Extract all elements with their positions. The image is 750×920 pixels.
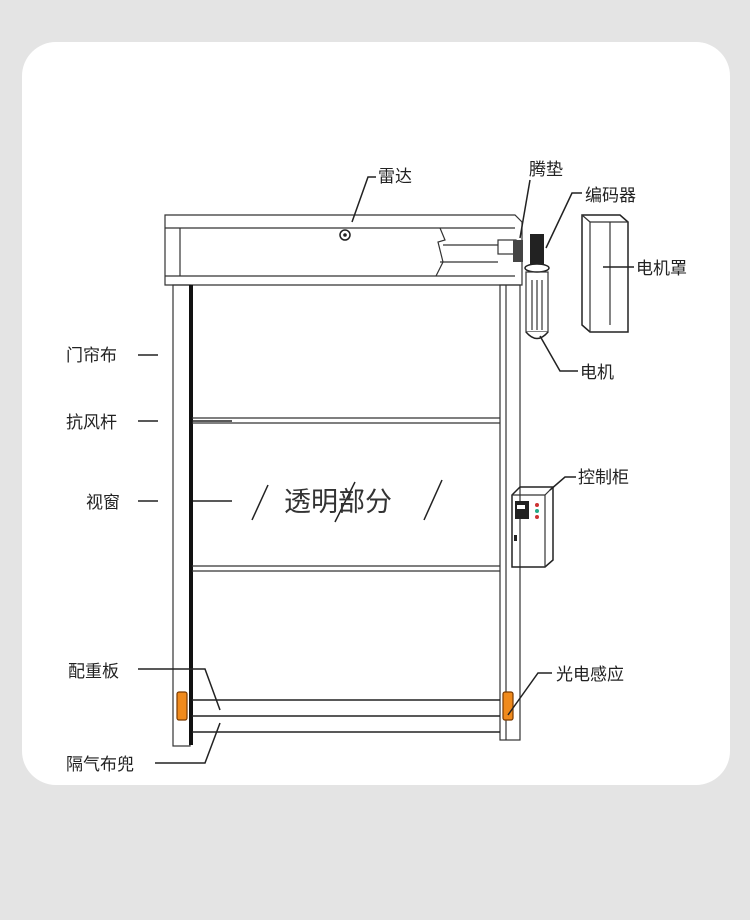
photo-sensor-right: [502, 691, 514, 721]
label-air-pocket: 隔气布兜: [66, 755, 134, 775]
motor-leader: [539, 335, 578, 372]
photo-sensor-left: [176, 691, 188, 721]
motor-cover: [581, 214, 629, 333]
label-control-box: 控制柜: [578, 468, 629, 488]
transparent-label: 透明部分: [284, 487, 392, 518]
air-pocket-leader: [155, 722, 221, 764]
label-encoder: 编码器: [585, 186, 636, 206]
left-post: [172, 284, 193, 747]
encoder-leader: [545, 192, 582, 249]
pad-leader: [519, 179, 531, 239]
control-box-leader: [549, 476, 576, 491]
label-motor-cover: 电机罩: [636, 259, 687, 279]
door-header-box: [164, 214, 523, 286]
counterweight-leader: [138, 668, 221, 711]
label-curtain: 门帘布: [66, 346, 117, 366]
wind-bars: [192, 417, 500, 572]
photo-sensor-leader: [507, 672, 552, 716]
diagram-card: [22, 42, 730, 785]
radar-leader: [351, 176, 376, 223]
radar-icon: [339, 229, 351, 241]
transparent-section: 透明部分: [251, 479, 443, 523]
label-wind-bar: 抗风杆: [66, 413, 117, 433]
label-radar: 雷达: [378, 167, 412, 187]
label-motor: 电机: [580, 363, 614, 383]
control-box: [511, 486, 554, 568]
label-counterweight: 配重板: [68, 662, 119, 682]
label-photo-sensor: 光电感应: [556, 665, 624, 685]
motor: [513, 234, 550, 340]
label-pad: 腾垫: [529, 160, 563, 180]
bottom-bars: [192, 699, 500, 733]
label-window: 视窗: [86, 493, 120, 513]
